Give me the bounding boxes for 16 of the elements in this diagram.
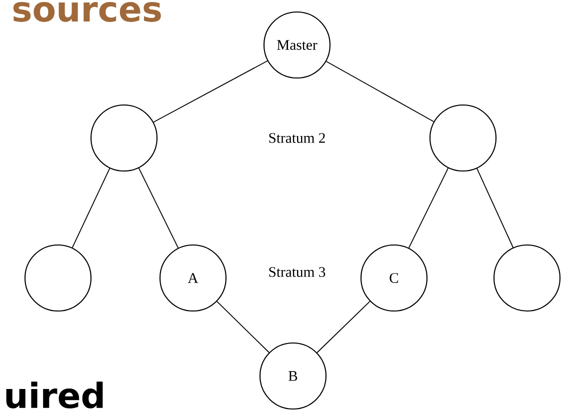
connector-line	[326, 60, 434, 122]
empty-circle	[429, 104, 497, 172]
heading-text: uired	[6, 382, 103, 408]
connector-line	[316, 300, 370, 354]
connector-line	[408, 168, 449, 248]
heading-text: sources	[13, 2, 161, 22]
stratum-label: Stratum 3	[269, 267, 326, 277]
connector-line	[476, 168, 514, 248]
empty-circle	[493, 244, 561, 312]
connector-line	[216, 301, 270, 353]
empty-circle	[90, 104, 158, 172]
connector-line	[72, 168, 110, 248]
empty-circle	[24, 244, 92, 312]
connector-line	[138, 168, 179, 248]
connector-line	[153, 60, 268, 123]
stratum-label: Stratum 2	[269, 133, 325, 143]
